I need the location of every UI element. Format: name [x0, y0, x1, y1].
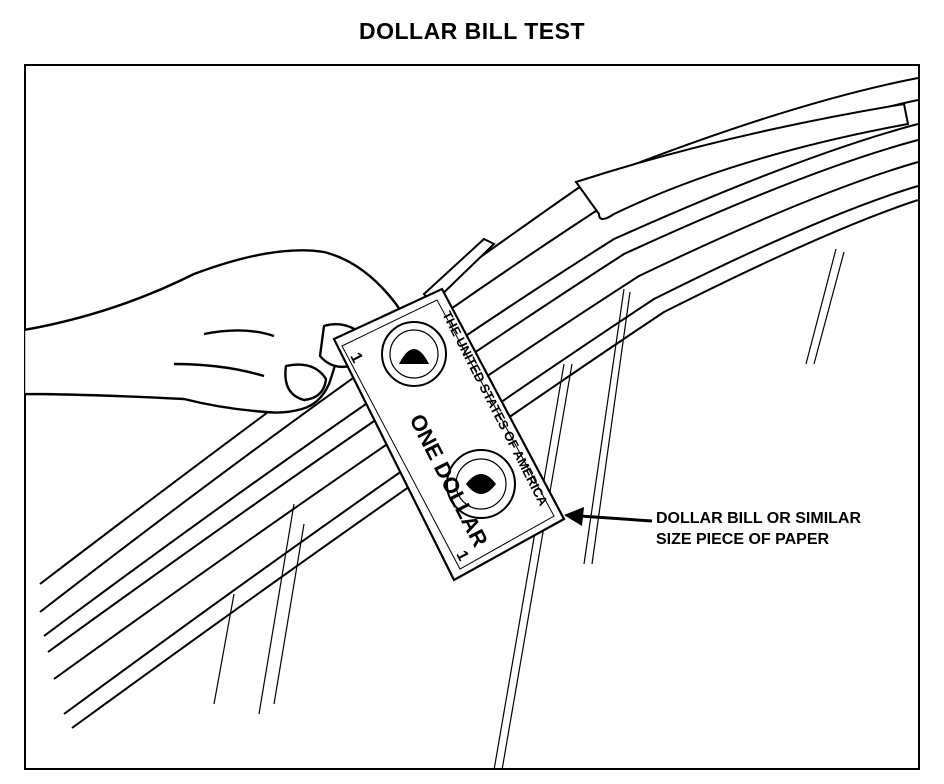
page-title: DOLLAR BILL TEST [358, 18, 586, 44]
callout-line-1: DOLLAR BILL OR SIMILAR [656, 510, 862, 527]
illustration-frame: THE UNITED STATES OF AMERICA ONE DOLLAR … [24, 64, 920, 770]
callout-label: DOLLAR BILL OR SIMILAR SIZE PIECE OF PAP… [656, 508, 861, 550]
callout-line-2: SIZE PIECE OF PAPER [656, 531, 830, 548]
window-moulding [39, 77, 919, 729]
callout-arrow [564, 507, 653, 526]
